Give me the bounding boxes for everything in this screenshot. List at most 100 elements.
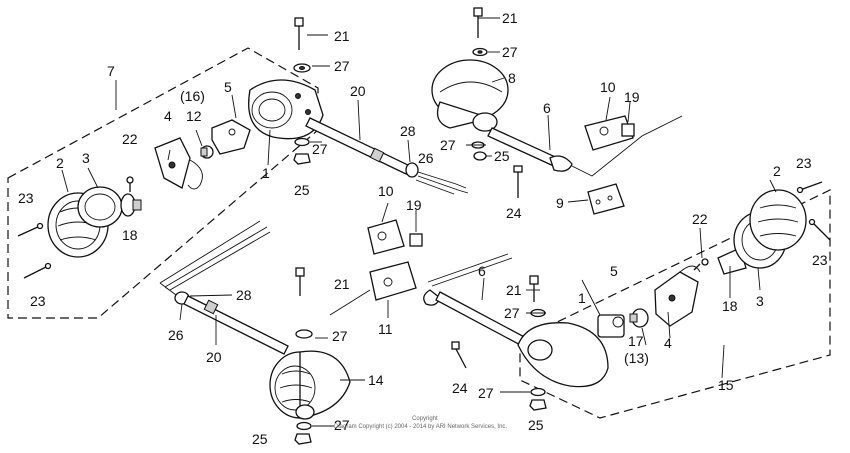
cap-19-upper-right bbox=[621, 123, 635, 137]
callout-24-upper: 24 bbox=[506, 205, 522, 221]
callout-3-lower: 3 bbox=[756, 293, 764, 309]
nut-25-mid-left bbox=[293, 153, 311, 165]
callout-1-upper: 1 bbox=[262, 165, 270, 181]
callout-27-upper-right: 27 bbox=[502, 44, 518, 60]
lower-right-lens-2 bbox=[749, 189, 807, 251]
lower-stem-20 bbox=[183, 295, 289, 355]
callout-8: 8 bbox=[508, 70, 516, 86]
cap-19-middle bbox=[409, 233, 423, 247]
front-left-bracket-5 bbox=[211, 119, 251, 155]
callout-17: 17 bbox=[628, 333, 644, 349]
copyright-line-2: Diagram Copyright (c) 2004 - 2014 by ARI… bbox=[334, 424, 507, 430]
callout-13: (13) bbox=[624, 350, 649, 366]
callout-27-upper-mid: 27 bbox=[440, 137, 456, 153]
screw-23-left-lower bbox=[23, 262, 52, 279]
callout-2-upper: 2 bbox=[56, 155, 64, 171]
callout-16: (16) bbox=[180, 88, 205, 104]
washer-27-mid-left bbox=[294, 137, 322, 147]
front-left-screw-12 bbox=[200, 145, 214, 159]
callout-15: 15 bbox=[718, 377, 734, 393]
callout-26-upper: 26 bbox=[418, 150, 434, 166]
callout-27-mid-left: 27 bbox=[312, 141, 328, 157]
lower-right-bolt-21 bbox=[529, 275, 539, 302]
callout-27-lower-right: 27 bbox=[478, 385, 494, 401]
callout-18-upper: 18 bbox=[122, 227, 138, 243]
callout-20-upper: 20 bbox=[350, 83, 366, 99]
nut-25-lower-left bbox=[294, 433, 312, 445]
callout-25-lower-left: 25 bbox=[252, 431, 268, 447]
bolt-21-middle bbox=[295, 267, 305, 296]
plate-9 bbox=[587, 183, 625, 215]
rear-stem-6 bbox=[487, 115, 683, 177]
callout-11: 11 bbox=[378, 321, 393, 337]
callout-22-upper: 22 bbox=[122, 131, 138, 147]
callout-5-upper: 5 bbox=[224, 79, 232, 95]
bolt-24-lower bbox=[451, 341, 467, 369]
lower-right-bulb-17 bbox=[629, 308, 649, 328]
plate-10-upper-right bbox=[584, 115, 634, 151]
callout-25-mid-left: 25 bbox=[294, 182, 310, 198]
callout-3-upper: 3 bbox=[82, 150, 90, 166]
nut-25-lower-right bbox=[529, 399, 547, 411]
front-left-socket bbox=[154, 137, 203, 190]
lower-signal-14 bbox=[269, 350, 351, 420]
nut-25-upper-mid bbox=[473, 151, 487, 161]
lower-right-housing-1 bbox=[517, 322, 609, 388]
callout-27-lower-left: 27 bbox=[334, 417, 350, 433]
bolt-21-upper-right bbox=[473, 7, 483, 38]
callout-25-upper-mid: 25 bbox=[494, 148, 510, 164]
bolt-24-upper bbox=[513, 165, 523, 198]
rear-signal-8 bbox=[431, 59, 509, 132]
callout-21-upper-left: 21 bbox=[334, 28, 350, 44]
callout-2-lower: 2 bbox=[773, 163, 781, 179]
callout-6-lower: 6 bbox=[478, 263, 486, 279]
screw-23-right-upper bbox=[796, 181, 823, 194]
front-left-housing-1 bbox=[248, 79, 324, 140]
front-left-nut-28 bbox=[405, 162, 419, 178]
callout-27-middle: 27 bbox=[332, 328, 348, 344]
callout-14: 14 bbox=[368, 372, 384, 388]
callout-27-upper-left: 27 bbox=[334, 58, 350, 74]
lower-right-stem-6 bbox=[423, 253, 531, 349]
front-left-stem-20 bbox=[305, 117, 411, 175]
screw-23-left-upper bbox=[17, 222, 44, 237]
callout-19-upper: 19 bbox=[624, 89, 640, 105]
callout-1-lower: 1 bbox=[578, 290, 586, 306]
callout-25-lower-right: 25 bbox=[528, 417, 544, 433]
callout-12: 12 bbox=[186, 108, 202, 124]
lower-wires-26 bbox=[159, 220, 271, 298]
callout-4-upper: 4 bbox=[164, 108, 172, 124]
callout-7: 7 bbox=[107, 63, 115, 79]
callout-23-upper-right: 23 bbox=[796, 155, 812, 171]
leader-lines bbox=[61, 17, 777, 427]
callout-21-lower-right: 21 bbox=[506, 282, 522, 298]
callout-6-upper: 6 bbox=[543, 100, 551, 116]
callout-28-lower: 28 bbox=[236, 287, 252, 303]
lower-right-bolt-22 bbox=[693, 258, 709, 271]
callout-27-lower-right-upper: 27 bbox=[504, 305, 520, 321]
callout-10-upper: 10 bbox=[600, 79, 616, 95]
washer-27-middle bbox=[295, 329, 313, 339]
washer-27-lower-left bbox=[296, 421, 312, 431]
callout-21-middle: 21 bbox=[334, 276, 350, 292]
front-left-wires-26 bbox=[415, 171, 469, 195]
callout-22-lower: 22 bbox=[692, 211, 708, 227]
lower-right-socket-4 bbox=[654, 265, 701, 327]
callout-19-middle: 19 bbox=[406, 197, 422, 213]
callout-26-lower: 26 bbox=[168, 327, 184, 343]
callout-24-lower: 24 bbox=[452, 380, 468, 396]
front-left-rim bbox=[77, 186, 123, 228]
bolt-21-upper-left bbox=[294, 17, 328, 50]
washer-27-upper-left bbox=[293, 63, 330, 73]
callout-18-lower: 18 bbox=[722, 298, 738, 314]
front-left-bulb bbox=[120, 193, 142, 217]
callout-28-upper: 28 bbox=[400, 123, 416, 139]
callout-23-upper-left: 23 bbox=[18, 190, 34, 206]
callout-21-upper-right: 21 bbox=[502, 10, 518, 26]
plate-11 bbox=[329, 261, 417, 316]
callout-5-lower: 5 bbox=[610, 263, 618, 279]
callout-10-middle: 10 bbox=[378, 183, 394, 199]
washer-27-lower-right bbox=[530, 387, 546, 397]
